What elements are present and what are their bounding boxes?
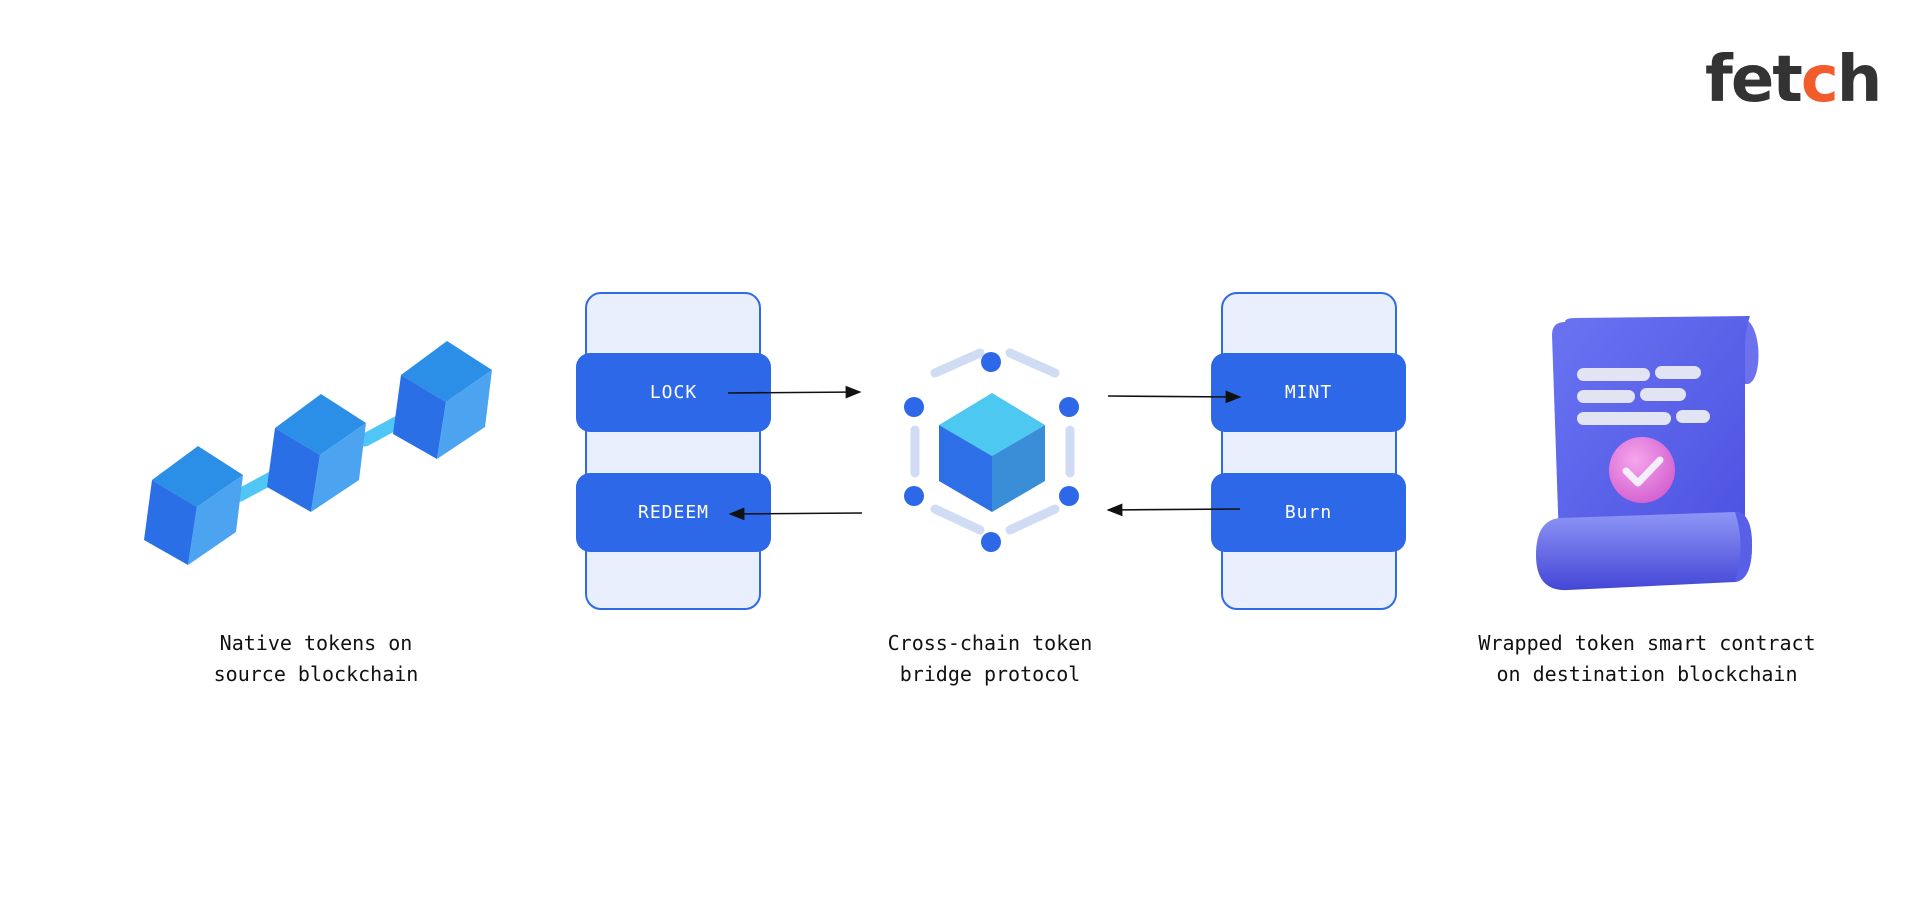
source-side-panel <box>585 292 761 610</box>
logo-text-accent: c <box>1800 43 1839 117</box>
wrapped-contract-caption: Wrapped token smart contract on destinat… <box>1478 631 1816 686</box>
logo-text-end: h <box>1836 43 1883 117</box>
burn-to-bridge-arrow <box>1106 503 1241 517</box>
burn-button[interactable]: Burn <box>1211 473 1406 552</box>
mint-button[interactable]: MINT <box>1211 353 1406 432</box>
native-tokens-caption: Native tokens on source blockchain <box>213 631 419 686</box>
lock-to-bridge-arrow <box>727 385 862 399</box>
bridge-to-redeem-arrow <box>728 507 863 521</box>
bridge-protocol-caption: Cross-chain token bridge protocol <box>887 631 1093 686</box>
bridge-to-mint-arrow <box>1107 390 1242 404</box>
logo-text-main: fet <box>1705 43 1803 117</box>
fetch-logo: fetch <box>1705 48 1882 112</box>
destination-side-panel <box>1221 292 1397 610</box>
